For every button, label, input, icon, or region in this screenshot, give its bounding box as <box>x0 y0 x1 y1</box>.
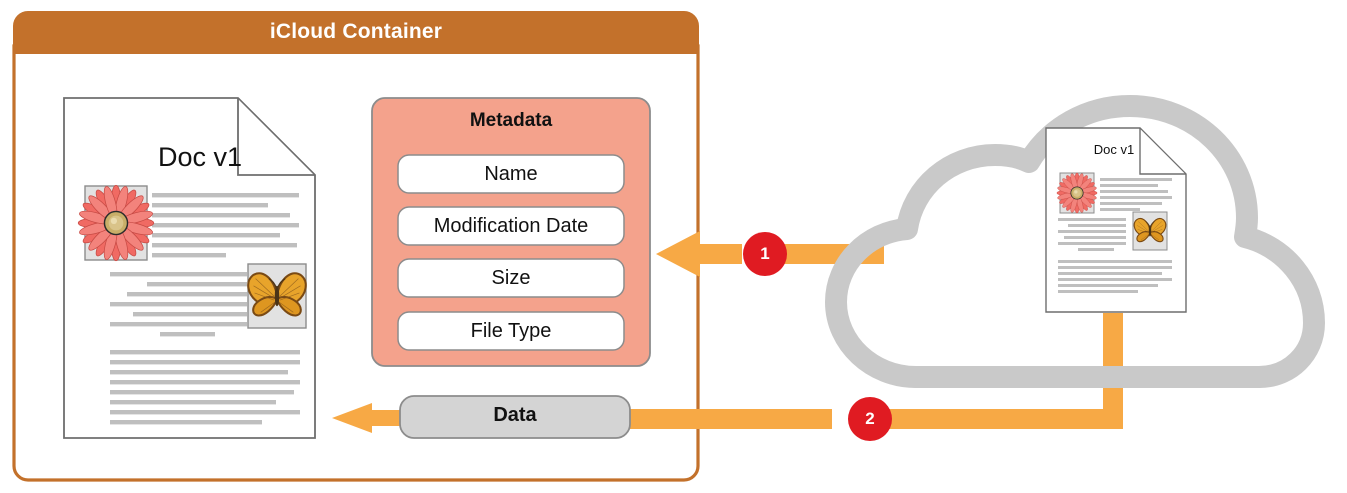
data-pill-body[interactable] <box>399 395 631 439</box>
metadata-item-size-label: Size <box>491 267 531 289</box>
flow-2-arrow-head <box>332 403 402 433</box>
flow-1-arrow-head <box>656 231 742 277</box>
container-title: iCloud Container <box>269 20 443 43</box>
metadata-item-file-type-label: File Type <box>470 320 552 342</box>
cloud-doc-flower-image <box>1056 172 1098 214</box>
flow-1-badge-circle <box>743 232 787 276</box>
metadata-pill-name[interactable] <box>397 154 625 194</box>
cloud-doc-text-block-1 <box>1100 178 1172 211</box>
local-doc-text-block-2 <box>110 272 247 337</box>
container-header-bar <box>13 11 699 54</box>
butterfly-image <box>247 263 307 329</box>
flow-2-arrow-horizontal-mid <box>630 409 832 429</box>
metadata-pill-modification-date[interactable] <box>397 206 625 246</box>
metadata-item-name-label: Name <box>484 163 538 185</box>
metadata-pill-file-type[interactable] <box>397 311 625 351</box>
local-document <box>63 97 316 439</box>
local-document-outline <box>63 97 316 439</box>
metadata-box <box>371 97 651 367</box>
cloud-doc-text-block-3 <box>1058 260 1172 293</box>
local-document-fold-crease <box>237 97 316 176</box>
data-pill[interactable] <box>399 395 631 439</box>
data-pill-label: Data <box>493 404 537 426</box>
flow-1-badge <box>743 232 787 276</box>
flow-2-arrow-vertical <box>1103 313 1123 416</box>
flow-2-badge <box>848 397 892 441</box>
flow-2-arrow-horizontal-right <box>884 409 1123 429</box>
flow-1-badge-number: 1 <box>760 244 770 263</box>
flow-2-arrow <box>332 313 1123 433</box>
cloud-doc-text-block-2 <box>1058 218 1126 251</box>
local-document-title: Doc v1 <box>157 142 243 172</box>
flow-2-badge-circle <box>848 397 892 441</box>
local-doc-text-block-1 <box>152 193 299 258</box>
cloud-icon <box>825 95 1325 388</box>
flow-2-badge-number: 2 <box>865 409 875 428</box>
local-doc-text-block-3 <box>110 350 300 425</box>
cloud-document <box>1045 127 1187 313</box>
metadata-pill-size[interactable] <box>397 258 625 298</box>
cloud-outline <box>825 95 1325 388</box>
metadata-title: Metadata <box>469 110 553 131</box>
metadata-item-modification-date-label: Modification Date <box>433 215 589 237</box>
cloud-document-outline <box>1045 127 1187 313</box>
flower-image <box>77 184 155 262</box>
cloud-document-fold-crease <box>1139 127 1187 175</box>
cloud-document-title: Doc v1 <box>1093 142 1135 157</box>
cloud-doc-butterfly-image <box>1132 211 1168 251</box>
